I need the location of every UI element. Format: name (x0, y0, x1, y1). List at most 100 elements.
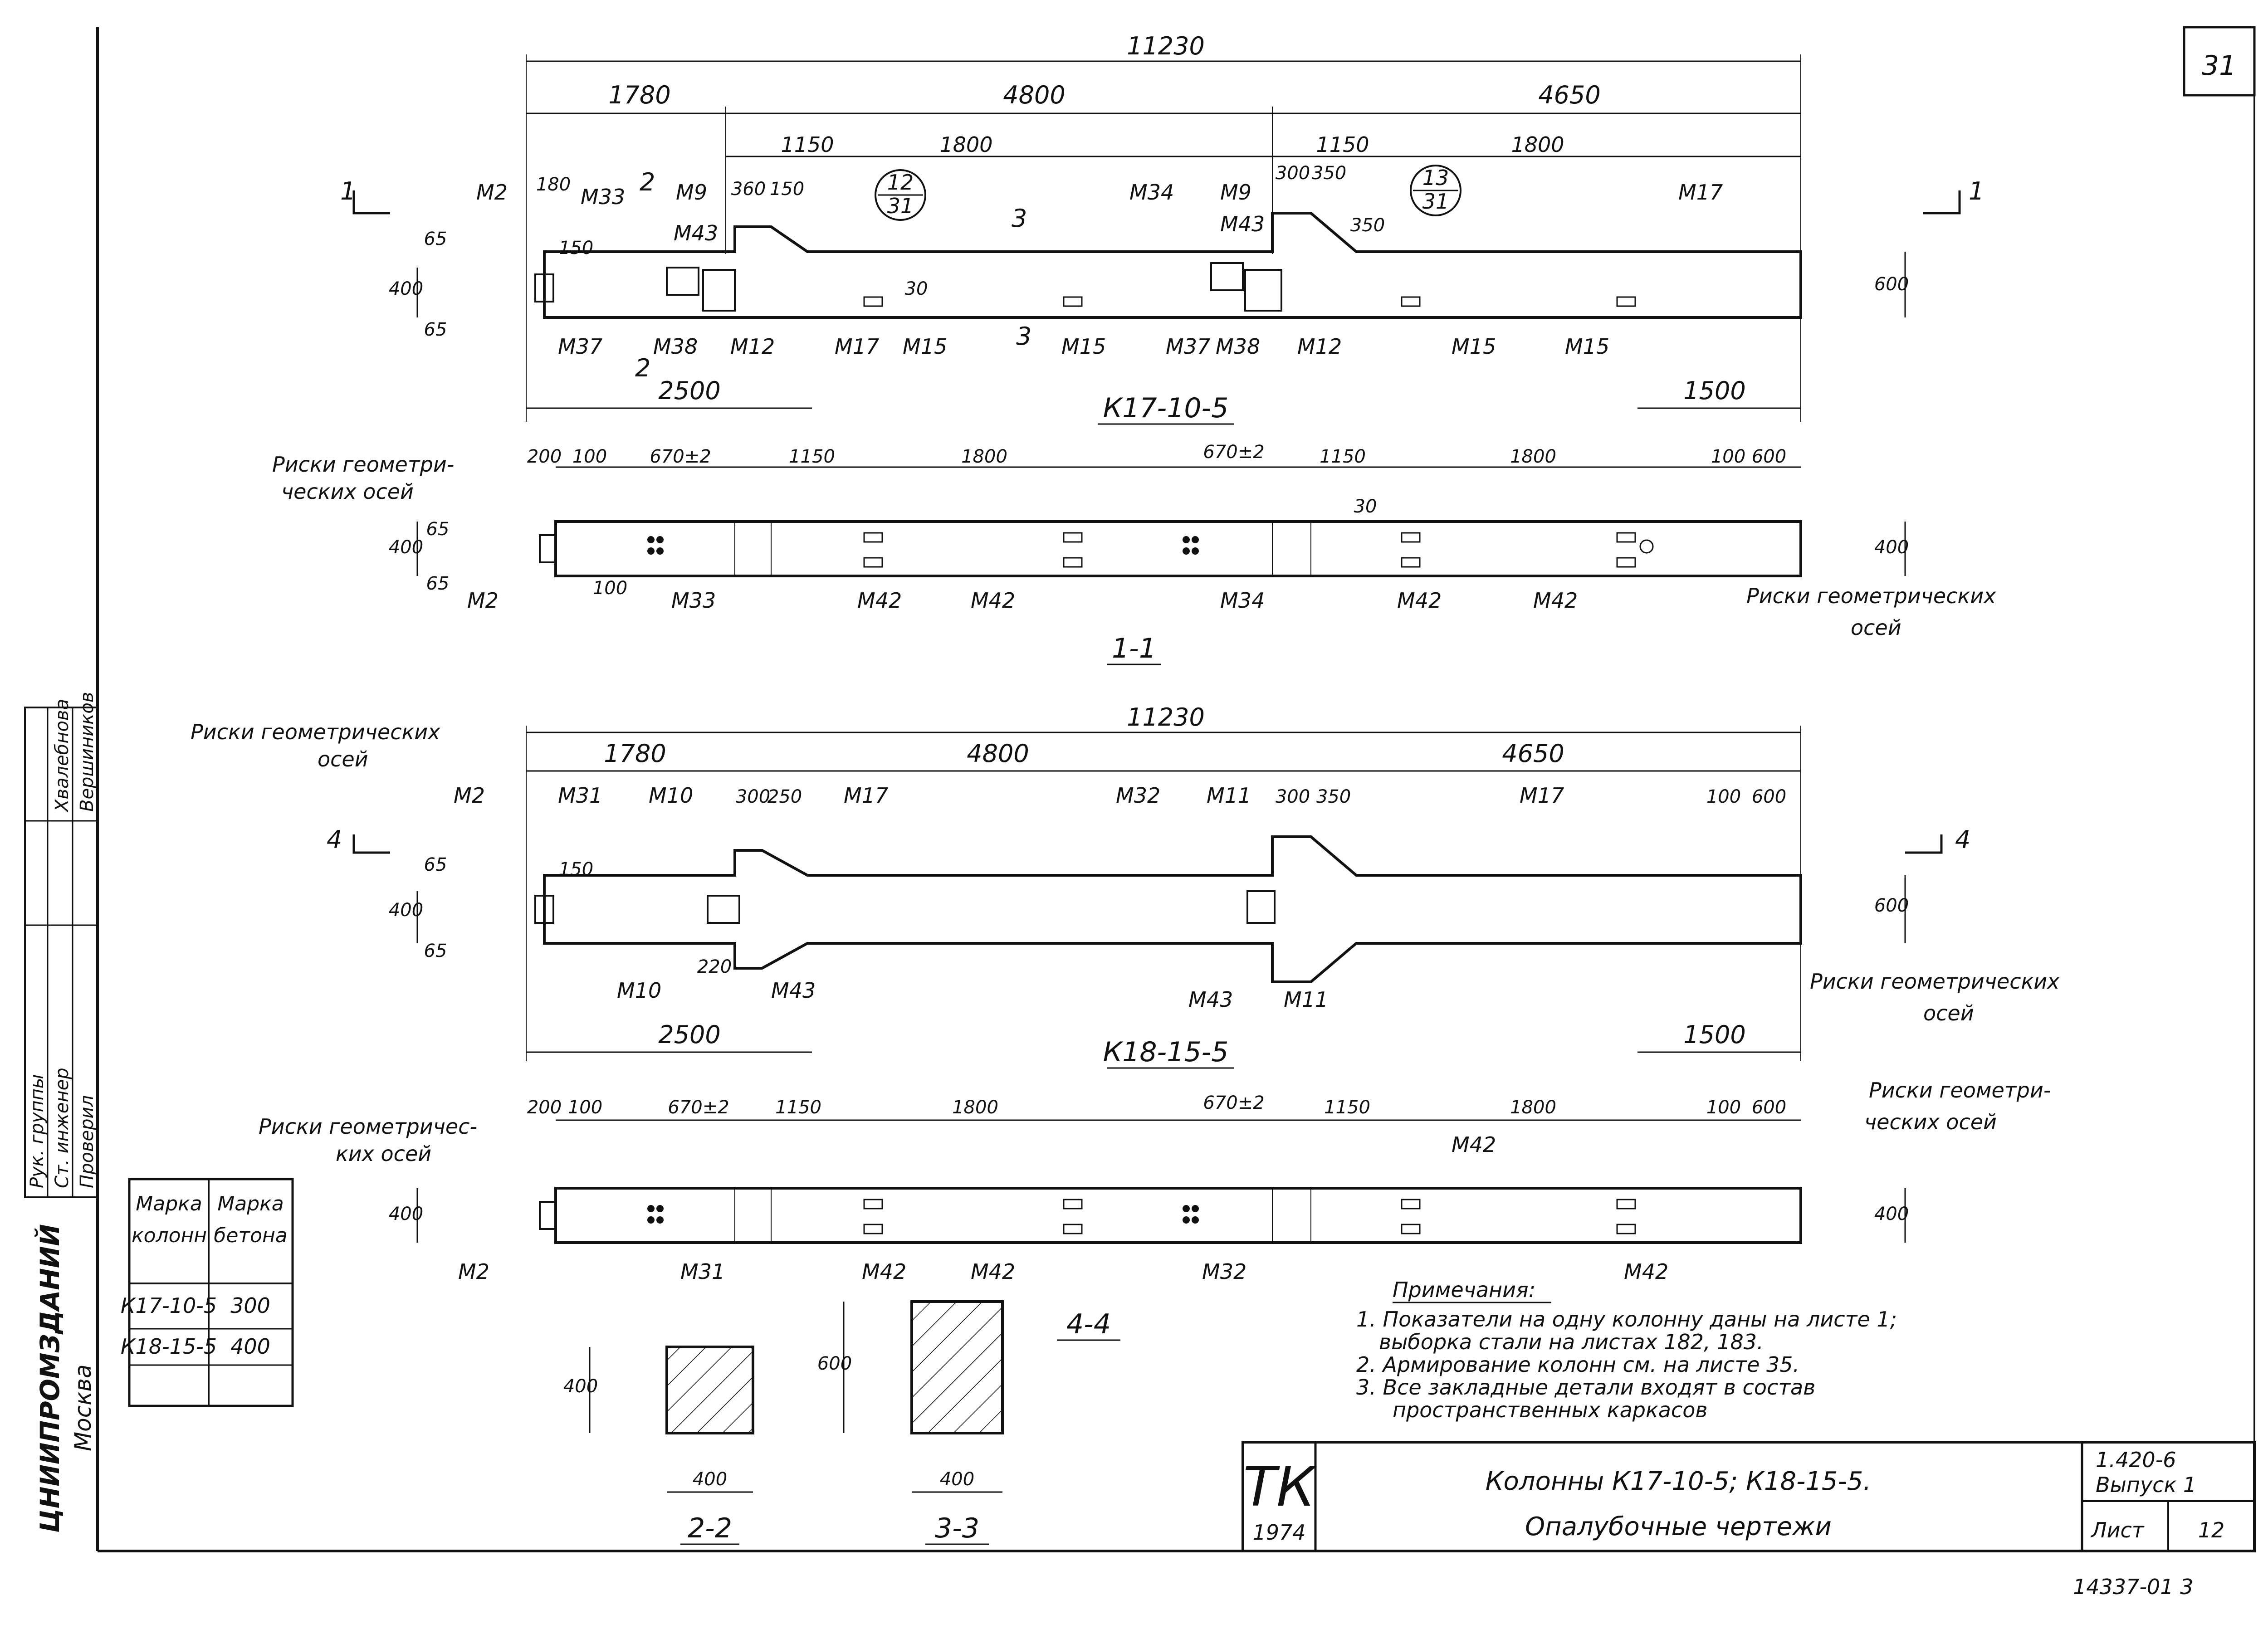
section-marker-2b: 2 (635, 354, 650, 382)
view-k18-15-5: 11230 1780 4800 4650 400 65 65 600 300 2… (191, 703, 2060, 1069)
dim-seg3: 4650 (1538, 81, 1600, 109)
table-row1-col: К17-10-5 (121, 1293, 217, 1318)
sheet-label: Лист (2090, 1518, 2145, 1542)
dim-150v: 150 (559, 238, 593, 259)
mark-m2: М2 (476, 180, 508, 205)
table-header-column: Марка колонны (132, 1192, 206, 1248)
dim-65b: 65 (424, 319, 447, 340)
dim-300a: 300 (736, 786, 770, 807)
mark-m42c: М42 (1397, 588, 1442, 613)
side-stamp: Рук. группы Ст. инженер Проверил Хвалебн… (24, 692, 98, 1533)
risk-label-top: Риски геометри- (272, 452, 454, 477)
view-section-1-1: 200 100 670±2 1150 1800 670±2 1150 1800 … (272, 442, 1996, 665)
mark-m42b: М42 (971, 1259, 1015, 1284)
section-marker-3: 3 (1012, 204, 1027, 233)
table-row2-grade: 400 (230, 1334, 270, 1359)
stamp-org: ЦНИИПРОМЗДАНИЙ (34, 1224, 65, 1533)
caption-k18: К18-15-5 (1103, 1036, 1229, 1068)
dim-300b: 300 (1276, 786, 1310, 807)
dim-600: 600 (1752, 446, 1786, 467)
mark-m31: М31 (680, 1259, 725, 1284)
mark-m33: М33 (671, 588, 716, 613)
dim-65a: 65 (424, 854, 447, 875)
section-marker-4-left: 4 (327, 825, 342, 854)
section-2-2: 400 400 2-2 (563, 1346, 754, 1545)
note-1: 1. Показатели на одну колонну даны на ли… (1356, 1307, 1897, 1332)
dim-400r: 400 (1874, 1204, 1909, 1224)
mark-m11: М11 (1207, 783, 1251, 808)
mark-m32: М32 (1116, 783, 1160, 808)
mark-m2: М2 (458, 1259, 489, 1284)
stamp-name-2: Вершиников (77, 692, 98, 812)
mark-m12: М12 (730, 334, 775, 359)
title-block: ТК 1974 Колонны К17-10-5; К18-15-5. Опал… (1242, 1441, 2256, 1599)
dim-1800b: 1800 (1510, 1097, 1556, 1118)
dim-sub2: 1800 (939, 132, 992, 157)
mark-m2: М2 (467, 588, 499, 613)
dim-seg1: 1780 (608, 81, 670, 109)
section-marker-4-right: 4 (1955, 825, 1970, 854)
dim-670b: 670±2 (1203, 442, 1264, 463)
mark-m37b: М37 (1166, 334, 1210, 359)
dim-2500: 2500 (658, 376, 720, 405)
dim-sub1: 1150 (781, 132, 834, 157)
callout2-top: 13 (1422, 166, 1449, 190)
mark-m42b: М42 (971, 588, 1015, 613)
dim-150: 150 (559, 859, 593, 880)
dim-180: 180 (536, 174, 571, 195)
dim-250: 250 (767, 786, 802, 807)
dim-100: 100 (568, 1097, 602, 1118)
risk-label-bottom: Риски геометрических (1746, 584, 1996, 608)
sheet-number: 12 (2198, 1518, 2225, 1542)
mark-m10b: М10 (617, 978, 661, 1003)
mark-m15c: М15 (1452, 334, 1496, 359)
dim-sub3: 1150 (1316, 132, 1369, 157)
dim-65b: 65 (424, 941, 447, 961)
mark-m10: М10 (649, 783, 693, 808)
mark-m43: М43 (771, 978, 816, 1003)
section-3-3: 600 400 3-3 (817, 1300, 1004, 1545)
caption-2-2: 2-2 (688, 1512, 732, 1544)
section-marker-2: 2 (640, 168, 655, 196)
risk-label-top: Риски геометрических (191, 720, 440, 744)
note-3: 3. Все закладные детали входят в состав (1356, 1375, 1815, 1400)
dim-30: 30 (1354, 496, 1377, 517)
series-code: 1.420-6 (2096, 1448, 2176, 1472)
callout1-top: 12 (887, 170, 914, 195)
concrete-grade-table: Марка колонны Марка бетона К17-10-5 300 … (121, 1178, 294, 1407)
mark-m17: М17 (844, 783, 888, 808)
mark-m43b: М43 (1188, 987, 1233, 1012)
inventory-number: 14337-01 3 (2073, 1575, 2193, 1599)
mark-m42d: М42 (1624, 1259, 1668, 1284)
dim-400h: 400 (940, 1469, 974, 1490)
risk-label-right: Риски геометри- (1869, 1078, 2051, 1102)
risk-label-top2: осей (318, 747, 368, 771)
dim-sub4: 1800 (1511, 132, 1564, 157)
view-section-4-4: 200 100 670±2 1150 1800 670±2 1150 1800 … (259, 1078, 2051, 1341)
dim-100: 100 (1706, 786, 1741, 807)
dim-600: 600 (1752, 786, 1786, 807)
mark-m17b: М17 (1520, 783, 1564, 808)
mark-m17b: М17 (835, 334, 879, 359)
stamp-city: Москва (70, 1364, 96, 1451)
dim-total: 11230 (1127, 32, 1205, 60)
mark-m42d: М42 (1533, 588, 1578, 613)
mark-m11b: М11 (1284, 987, 1328, 1012)
dim-600: 600 (1752, 1097, 1786, 1118)
dim-1800a: 1800 (952, 1097, 998, 1118)
stamp-role-1: Рук. группы (27, 1074, 48, 1188)
table-row1-grade: 300 (230, 1293, 270, 1318)
note-1b: выборка стали на листах 182, 183. (1379, 1330, 1764, 1354)
dim-600v: 600 (817, 1353, 852, 1374)
risk-label-right: Риски геометрических (1810, 969, 2060, 994)
dim-670a: 670±2 (668, 1097, 729, 1118)
mark-m38b: М38 (1216, 334, 1260, 359)
dim-1500: 1500 (1683, 1020, 1745, 1049)
stamp-role-2: Ст. инженер (52, 1068, 73, 1188)
dim-400r: 400 (1874, 537, 1909, 558)
dim-1500: 1500 (1683, 376, 1745, 405)
dim-65a: 65 (424, 229, 447, 249)
dim-seg1: 1780 (604, 739, 666, 768)
dim-200: 200 (527, 446, 562, 467)
